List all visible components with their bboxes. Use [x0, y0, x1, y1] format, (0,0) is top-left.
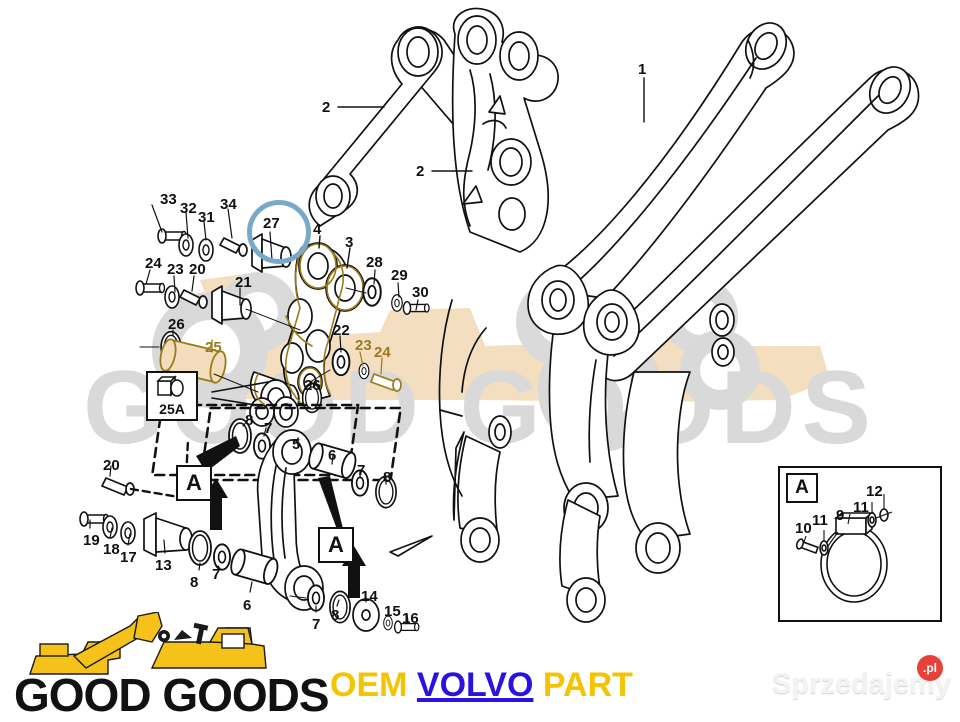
- plug-icon: [156, 375, 184, 397]
- callout-box-25a[interactable]: 25A: [146, 371, 198, 421]
- part-label-15[interactable]: 15: [384, 603, 401, 620]
- part-label-33[interactable]: 33: [160, 191, 177, 208]
- callout-box-a-1[interactable]: A: [176, 465, 212, 501]
- part-label-4[interactable]: 4: [313, 221, 322, 238]
- part-label-13[interactable]: 13: [155, 557, 172, 574]
- sprzedajemy-pl-badge: .pl: [917, 655, 943, 681]
- part-label-6[interactable]: 6: [243, 597, 252, 614]
- part-label-11[interactable]: 11: [853, 499, 869, 516]
- part-label-32[interactable]: 32: [180, 200, 197, 217]
- part-label-26[interactable]: 26: [304, 377, 321, 394]
- oem-prefix: OEM: [330, 666, 408, 704]
- good-goods-wordmark: GOOD GOODS: [14, 669, 330, 721]
- part-suffix: PART: [542, 666, 633, 704]
- sprzedajemy-watermark: Sprzedajemy .pl: [772, 655, 951, 701]
- detail-panel-lineart: [795, 494, 893, 603]
- part-label-9[interactable]: 9: [836, 507, 845, 524]
- part-label-8[interactable]: 8: [331, 607, 340, 624]
- part-label-2[interactable]: 2: [322, 99, 331, 116]
- part-label-7[interactable]: 7: [312, 616, 321, 633]
- part-label-12[interactable]: 12: [866, 483, 883, 500]
- part-label-7[interactable]: 7: [212, 566, 221, 583]
- part-label-31[interactable]: 31: [198, 209, 215, 226]
- part-label-8[interactable]: 8: [383, 469, 392, 486]
- part-label-16[interactable]: 16: [402, 610, 419, 627]
- part-label-6[interactable]: 6: [328, 447, 337, 464]
- part-label-7[interactable]: 7: [357, 462, 366, 479]
- part-label-14[interactable]: 14: [361, 588, 378, 605]
- part-label-29[interactable]: 29: [391, 267, 408, 284]
- part-label-28[interactable]: 28: [366, 254, 383, 271]
- part-label-5[interactable]: 5: [292, 436, 301, 453]
- part-label-19[interactable]: 19: [83, 532, 100, 549]
- excavator-and-dump-truck-icon: [29, 612, 267, 675]
- part-label-8[interactable]: 8: [245, 412, 254, 429]
- detail-panel-letter: A: [786, 473, 818, 503]
- good-goods-logo: GOOD GOODS: [12, 612, 330, 721]
- part-label-8[interactable]: 8: [190, 574, 199, 591]
- part-label-26[interactable]: 26: [168, 316, 185, 333]
- selected-part-highlight-ring: [247, 200, 311, 264]
- part-label-1[interactable]: 1: [638, 61, 647, 78]
- part-label-22[interactable]: 22: [333, 322, 350, 339]
- part-label-2[interactable]: 2: [416, 163, 425, 180]
- part-label-24[interactable]: 24: [145, 255, 162, 272]
- oem-volvo-part-banner: OEM VOLVO PART: [330, 666, 633, 705]
- part-label-20[interactable]: 20: [189, 261, 206, 278]
- part-label-20[interactable]: 20: [103, 457, 120, 474]
- part-label-24[interactable]: 24: [374, 344, 391, 361]
- detail-view-panel-a: A: [778, 466, 942, 622]
- part-label-30[interactable]: 30: [412, 284, 429, 301]
- part-label-21[interactable]: 21: [235, 274, 252, 291]
- part-label-23[interactable]: 23: [355, 337, 372, 354]
- part-label-10[interactable]: 10: [795, 520, 812, 537]
- part-label-17[interactable]: 17: [120, 549, 137, 566]
- part-label-27[interactable]: 27: [263, 215, 280, 232]
- part-label-11[interactable]: 11: [812, 512, 828, 529]
- part-label-18[interactable]: 18: [103, 541, 120, 558]
- part-label-25[interactable]: 25: [205, 339, 222, 356]
- part-label-23[interactable]: 23: [167, 261, 184, 278]
- part-label-34[interactable]: 34: [220, 196, 237, 213]
- volvo-brand: VOLVO: [416, 666, 534, 704]
- callout-25a-label: 25A: [159, 401, 185, 417]
- part-label-7[interactable]: 7: [264, 420, 273, 437]
- callout-box-a-2[interactable]: A: [318, 527, 354, 563]
- part-label-3[interactable]: 3: [345, 234, 354, 251]
